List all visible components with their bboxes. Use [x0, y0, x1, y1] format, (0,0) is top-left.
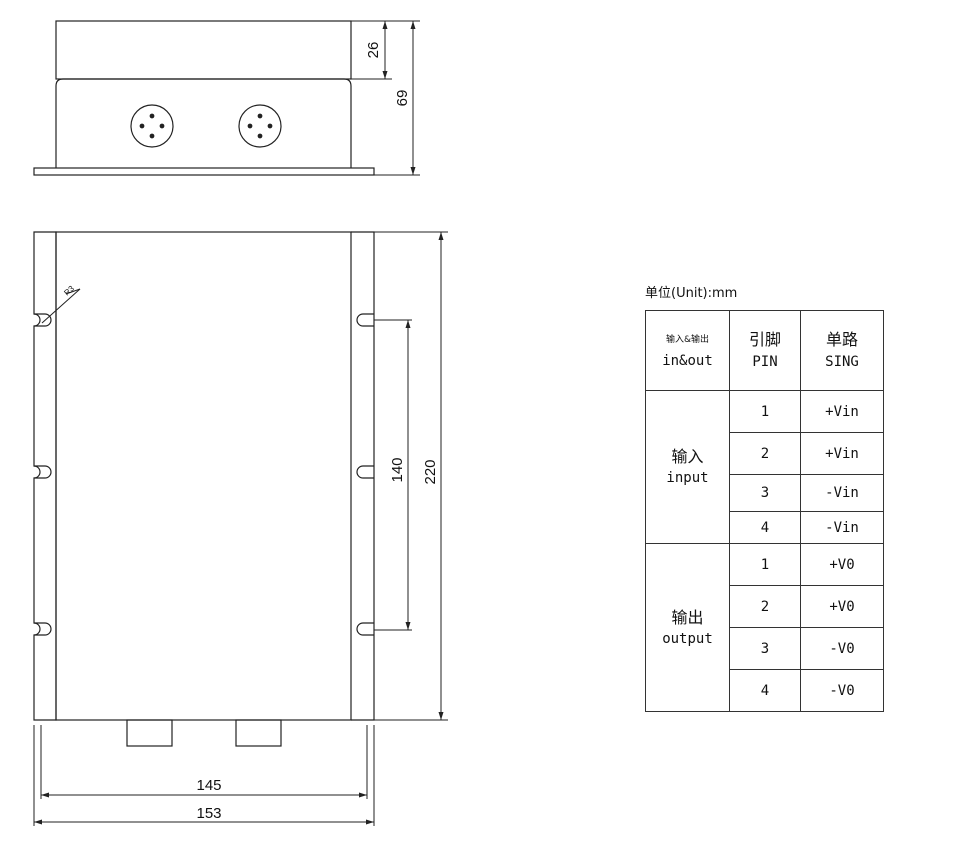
header-pin-en: PIN	[752, 353, 778, 370]
table-row: 2 +Vin	[646, 432, 884, 475]
group-output: 输出 output	[645, 543, 730, 712]
header-sing: 单路 SING	[800, 310, 884, 391]
top-dimensions	[33, 231, 448, 826]
header-inout-zh: 输入&输出	[665, 334, 710, 345]
pin-cell: 1	[729, 390, 801, 433]
group-input: 输入 input	[645, 390, 730, 544]
front-body	[55, 78, 352, 168]
dim-inner-width: 145	[196, 777, 221, 794]
front-dimensions	[351, 20, 420, 176]
sing-cell: -Vin	[800, 511, 884, 544]
dim-top-height: 26	[365, 42, 382, 59]
header-sing-en: SING	[825, 353, 859, 370]
pin-cell: 3	[729, 627, 801, 670]
left-slot-mid	[34, 465, 52, 479]
dim-total-height: 69	[394, 90, 411, 107]
sing-cell: +Vin	[800, 432, 884, 475]
header-sing-zh: 单路	[825, 329, 858, 349]
connector-stub-right	[235, 719, 282, 747]
dim-length: 220	[422, 459, 439, 484]
right-slot-top	[356, 313, 374, 327]
header-inout: 输入&输出 in&out	[645, 310, 730, 391]
table-row: 输出 output 1 +V0	[645, 543, 884, 712]
sing-cell: +Vin	[800, 390, 884, 433]
main-body	[55, 231, 352, 721]
front-view	[33, 20, 375, 176]
table-row: 4 -Vin	[646, 511, 884, 544]
top-view	[33, 231, 375, 747]
left-flange	[33, 231, 57, 721]
pin-cell: 4	[729, 669, 801, 712]
pin-cell: 3	[729, 474, 801, 512]
table-header-row: 输入&输出 in&out 引脚 PIN 单路 SING	[645, 310, 884, 391]
unit-label: 单位(Unit):mm	[645, 286, 738, 301]
radius-leader	[41, 288, 81, 324]
left-slot-bot	[34, 622, 52, 636]
pin-cell: 4	[729, 511, 801, 544]
right-slot-bot	[356, 622, 374, 636]
dim-mount-spacing: 140	[389, 457, 406, 482]
table-row: 3 -V0	[646, 627, 884, 670]
front-base-flange	[33, 167, 375, 176]
dim-outer-width: 153	[196, 805, 221, 822]
dim-corner-radius: R3	[62, 284, 76, 298]
sing-cell: -V0	[800, 627, 884, 670]
pin-cell: 2	[729, 432, 801, 475]
pin-cell: 2	[729, 585, 801, 628]
table-row: 3 -Vin	[646, 474, 884, 512]
connector-stub-left	[126, 719, 173, 747]
sing-cell: +V0	[800, 585, 884, 628]
right-slot-mid	[356, 465, 374, 479]
group-input-zh: 输入	[671, 447, 704, 466]
connector-left	[130, 104, 174, 148]
group-output-en: output	[662, 630, 713, 647]
table-row: 输入 input 1 +Vin	[645, 390, 884, 544]
group-output-zh: 输出	[671, 607, 704, 627]
header-inout-en: in&out	[662, 352, 713, 369]
sing-cell: -Vin	[800, 474, 884, 512]
front-top-cover	[55, 20, 352, 80]
group-input-en: input	[666, 470, 709, 486]
pin-table: 输入&输出 in&out 引脚 PIN 单路 SING 输入 input 1 +…	[645, 310, 884, 712]
connector-right	[238, 104, 282, 148]
right-flange	[351, 231, 375, 721]
table-row: 4 -V0	[646, 669, 884, 712]
sing-cell: +V0	[800, 543, 884, 586]
pin-cell: 1	[729, 543, 801, 586]
sing-cell: -V0	[800, 669, 884, 712]
arrowheads	[34, 21, 444, 825]
header-pin-zh: 引脚	[748, 329, 781, 349]
header-pin: 引脚 PIN	[729, 310, 801, 391]
left-slot-top	[34, 313, 52, 327]
